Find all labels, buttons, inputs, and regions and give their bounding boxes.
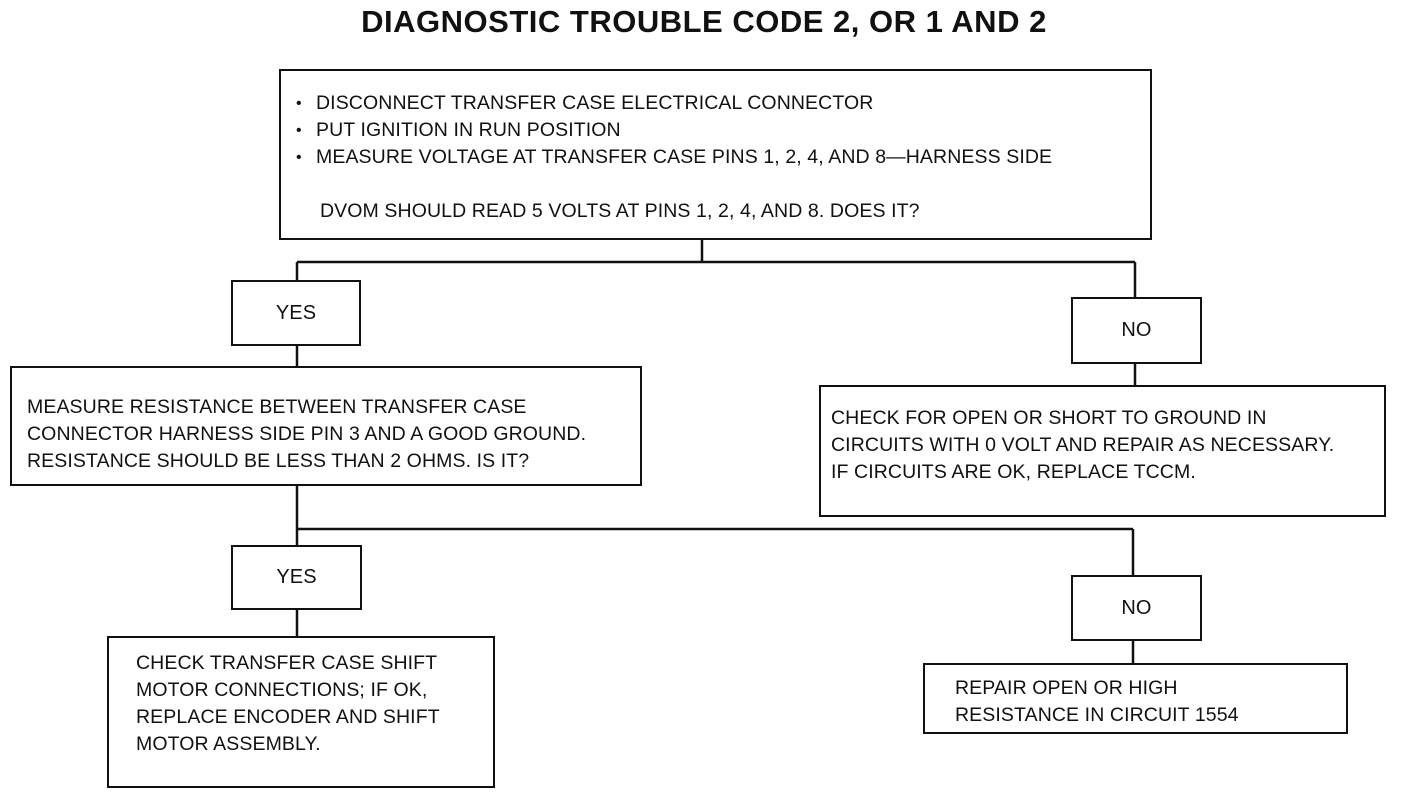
open-short-check-line: CHECK FOR OPEN OR SHORT TO GROUND IN	[831, 407, 1267, 429]
yes-label-2: YES	[231, 545, 362, 610]
bullet-icon: •	[296, 149, 302, 166]
repair-circuit-box: REPAIR OPEN OR HIGH RESISTANCE IN CIRCUI…	[923, 663, 1348, 734]
open-short-check-line: CIRCUITS WITH 0 VOLT AND REPAIR AS NECES…	[831, 434, 1335, 456]
no-label-1: NO	[1071, 297, 1202, 364]
start-step-bullets: • DISCONNECT TRANSFER CASE ELECTRICAL CO…	[296, 90, 1140, 171]
open-short-check-line: IF CIRCUITS ARE OK, REPLACE TCCM.	[831, 461, 1196, 483]
open-short-check-box: CHECK FOR OPEN OR SHORT TO GROUND IN CIR…	[819, 385, 1386, 517]
repair-circuit-line: RESISTANCE IN CIRCUIT 1554	[955, 704, 1239, 726]
shift-motor-check-line: REPLACE ENCODER AND SHIFT	[136, 706, 440, 728]
resistance-check-line: CONNECTOR HARNESS SIDE PIN 3 AND A GOOD …	[27, 423, 587, 445]
start-step-bullet-text: PUT IGNITION IN RUN POSITION	[316, 119, 621, 141]
bullet-icon: •	[296, 122, 302, 139]
diagram-title: DIAGNOSTIC TROUBLE CODE 2, OR 1 AND 2	[361, 4, 1047, 39]
repair-circuit-line: REPAIR OPEN OR HIGH	[955, 677, 1178, 699]
resistance-check-line: MEASURE RESISTANCE BETWEEN TRANSFER CASE	[27, 396, 527, 418]
start-step-bullet: • MEASURE VOLTAGE AT TRANSFER CASE PINS …	[296, 144, 1140, 171]
start-step-bullet: • DISCONNECT TRANSFER CASE ELECTRICAL CO…	[296, 90, 1140, 117]
bullet-icon: •	[296, 95, 302, 112]
resistance-check-box: MEASURE RESISTANCE BETWEEN TRANSFER CASE…	[10, 366, 642, 486]
shift-motor-check-line: MOTOR ASSEMBLY.	[136, 733, 321, 755]
resistance-check-line: RESISTANCE SHOULD BE LESS THAN 2 OHMS. I…	[27, 450, 530, 472]
start-step-box: • DISCONNECT TRANSFER CASE ELECTRICAL CO…	[279, 69, 1152, 240]
start-step-question: DVOM SHOULD READ 5 VOLTS AT PINS 1, 2, 4…	[320, 200, 920, 222]
yes-label-1: YES	[231, 280, 361, 346]
shift-motor-check-box: CHECK TRANSFER CASE SHIFT MOTOR CONNECTI…	[107, 636, 495, 788]
shift-motor-check-line: CHECK TRANSFER CASE SHIFT	[136, 652, 438, 674]
no-label-2: NO	[1071, 575, 1202, 641]
shift-motor-check-line: MOTOR CONNECTIONS; IF OK,	[136, 679, 428, 701]
start-step-bullet-text: DISCONNECT TRANSFER CASE ELECTRICAL CONN…	[316, 92, 874, 114]
start-step-bullet: • PUT IGNITION IN RUN POSITION	[296, 117, 1140, 144]
start-step-bullet-text: MEASURE VOLTAGE AT TRANSFER CASE PINS 1,…	[316, 146, 1053, 168]
